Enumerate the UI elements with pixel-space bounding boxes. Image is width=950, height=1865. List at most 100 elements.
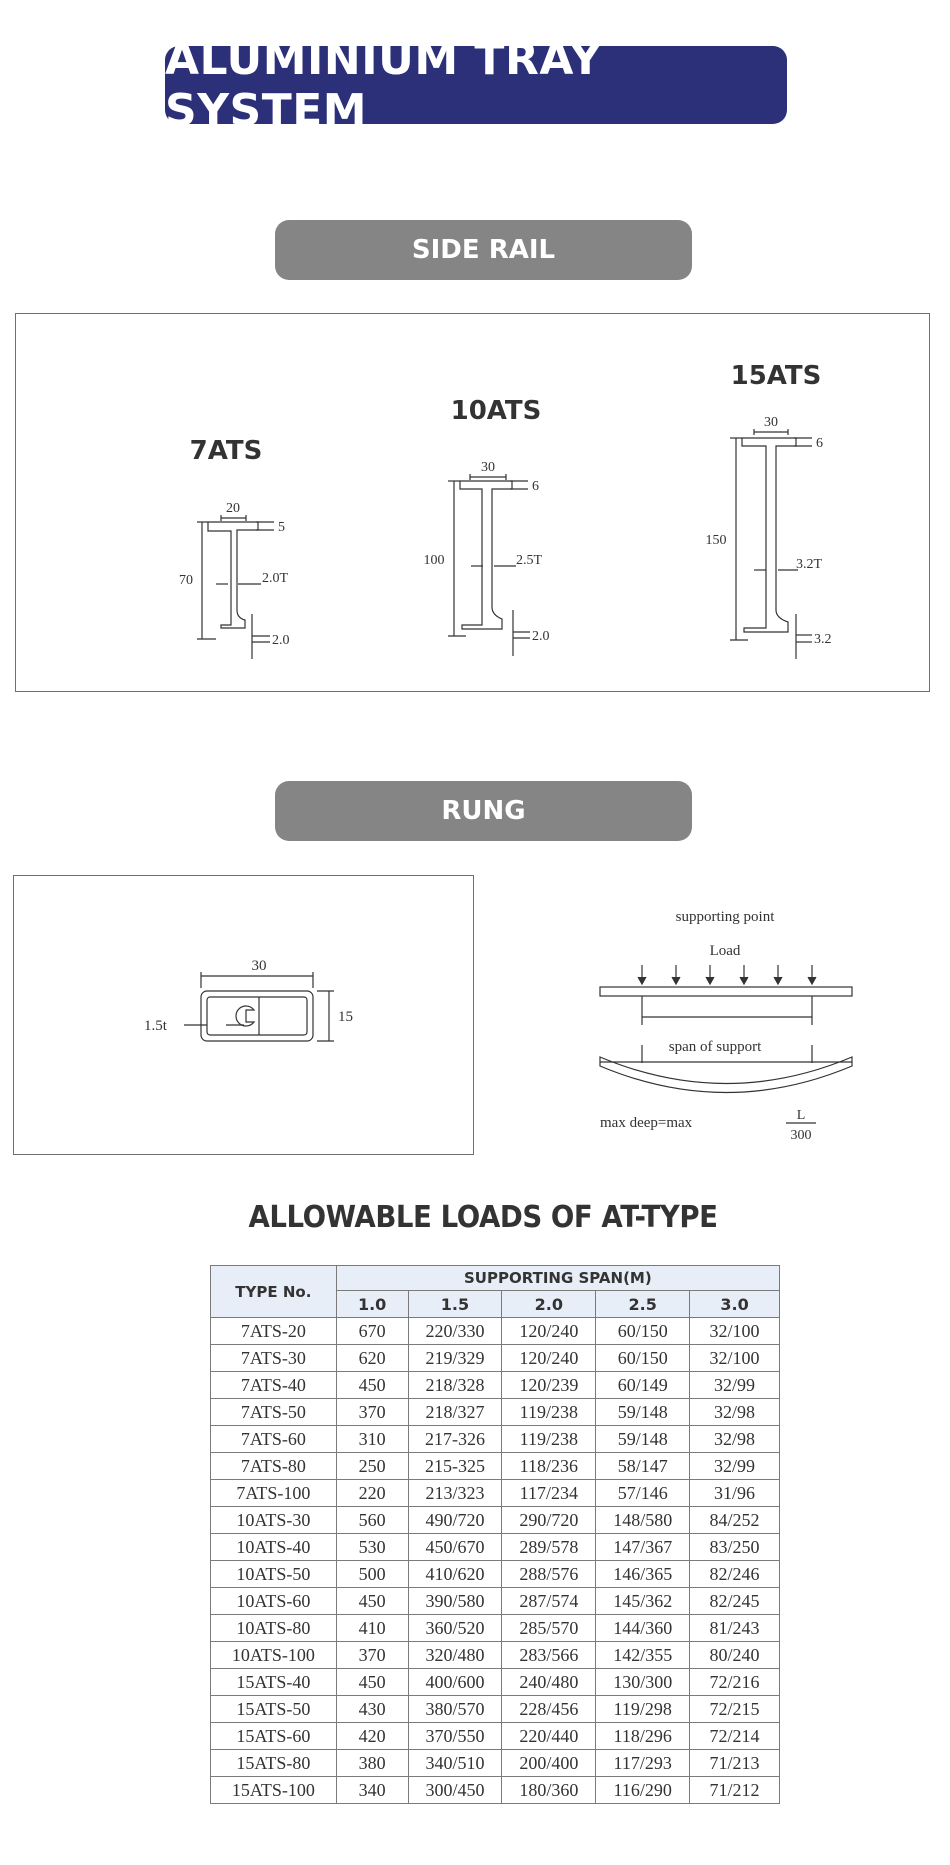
type-cell: 10ATS-100 xyxy=(210,1641,337,1669)
profile-10ats: 10ATS 30 100 6 2.5T 2.0 xyxy=(424,396,550,656)
dim-height: 70 xyxy=(179,573,193,588)
load-cell: 300/450 xyxy=(407,1776,503,1804)
type-cell: 10ATS-30 xyxy=(210,1506,337,1534)
supporting-point-label: supporting point xyxy=(676,909,776,925)
span-col-header: 2.5 xyxy=(595,1290,691,1318)
type-cell: 7ATS-100 xyxy=(210,1479,337,1507)
side-rail-drawing: 7ATS 20 70 5 2.0T 2.0 10ATS 30 100 xyxy=(179,361,832,659)
load-cell: 288/576 xyxy=(501,1560,597,1588)
load-cell: 82/246 xyxy=(689,1560,780,1588)
load-cell: 220/330 xyxy=(407,1317,503,1345)
dim-base: 3.2 xyxy=(814,632,832,647)
load-cell: 240/480 xyxy=(501,1668,597,1696)
load-cell: 310 xyxy=(335,1425,409,1453)
load-cell: 57/146 xyxy=(595,1479,691,1507)
load-cell: 370 xyxy=(335,1641,409,1669)
load-cell: 220 xyxy=(335,1479,409,1507)
dim-flange: 6 xyxy=(816,436,823,451)
rung-section-panel: 30 15 1.5t xyxy=(13,875,474,1155)
load-cell: 430 xyxy=(335,1695,409,1723)
rung-width: 30 xyxy=(252,958,267,974)
load-cell: 289/578 xyxy=(501,1533,597,1561)
dim-flange: 6 xyxy=(532,479,539,494)
formula-denominator: 300 xyxy=(791,1128,812,1143)
profile-label: 10ATS xyxy=(451,396,542,426)
load-cell: 285/570 xyxy=(501,1614,597,1642)
load-cell: 32/98 xyxy=(689,1398,780,1426)
load-cell: 59/148 xyxy=(595,1425,691,1453)
load-cell: 60/149 xyxy=(595,1371,691,1399)
load-cell: 215-325 xyxy=(407,1452,503,1480)
span-label: span of support xyxy=(669,1039,762,1055)
dim-base: 2.0 xyxy=(272,633,290,648)
load-cell: 180/360 xyxy=(501,1776,597,1804)
dim-web: 2.0T xyxy=(262,571,289,586)
load-cell: 217-326 xyxy=(407,1425,503,1453)
span-col-header: 1.0 xyxy=(335,1290,409,1318)
load-cell: 530 xyxy=(335,1533,409,1561)
load-cell: 119/238 xyxy=(501,1398,597,1426)
profile-7ats: 7ATS 20 70 5 2.0T 2.0 xyxy=(179,436,290,659)
rung-thickness: 1.5t xyxy=(144,1018,168,1034)
load-cell: 116/290 xyxy=(595,1776,691,1804)
load-cell: 228/456 xyxy=(501,1695,597,1723)
type-cell: 7ATS-60 xyxy=(210,1425,337,1453)
load-cell: 320/480 xyxy=(407,1641,503,1669)
load-cell: 370 xyxy=(335,1398,409,1426)
type-cell: 15ATS-100 xyxy=(210,1776,337,1804)
page-title: ALUMINIUM TRAY SYSTEM xyxy=(165,34,787,136)
load-cell: 32/99 xyxy=(689,1452,780,1480)
dim-web: 2.5T xyxy=(516,553,543,568)
dim-base: 2.0 xyxy=(532,629,550,644)
load-cell: 400/600 xyxy=(407,1668,503,1696)
load-cell: 670 xyxy=(335,1317,409,1345)
load-cell: 620 xyxy=(335,1344,409,1372)
load-cell: 290/720 xyxy=(501,1506,597,1534)
load-cell: 213/323 xyxy=(407,1479,503,1507)
load-cell: 340/510 xyxy=(407,1749,503,1777)
span-header: SUPPORTING SPAN(M) xyxy=(335,1265,781,1291)
load-cell: 218/328 xyxy=(407,1371,503,1399)
profile-label: 15ATS xyxy=(731,361,822,391)
load-cell: 146/365 xyxy=(595,1560,691,1588)
load-cell: 390/580 xyxy=(407,1587,503,1615)
load-cell: 370/550 xyxy=(407,1722,503,1750)
dim-width: 30 xyxy=(764,415,778,430)
load-cell: 360/520 xyxy=(407,1614,503,1642)
load-cell: 32/100 xyxy=(689,1317,780,1345)
load-cell: 81/243 xyxy=(689,1614,780,1642)
load-cell: 283/566 xyxy=(501,1641,597,1669)
load-cell: 219/329 xyxy=(407,1344,503,1372)
load-cell: 148/580 xyxy=(595,1506,691,1534)
load-cell: 119/238 xyxy=(501,1425,597,1453)
load-cell: 380 xyxy=(335,1749,409,1777)
allowable-loads-table: TYPE No. SUPPORTING SPAN(M) 1.0 1.5 2.0 … xyxy=(210,1265,781,1804)
type-cell: 15ATS-60 xyxy=(210,1722,337,1750)
load-cell: 120/239 xyxy=(501,1371,597,1399)
load-cell: 142/355 xyxy=(595,1641,691,1669)
load-cell: 80/240 xyxy=(689,1641,780,1669)
load-cell: 31/96 xyxy=(689,1479,780,1507)
type-cell: 7ATS-30 xyxy=(210,1344,337,1372)
dim-height: 100 xyxy=(424,553,445,568)
load-cell: 32/98 xyxy=(689,1425,780,1453)
load-cell: 250 xyxy=(335,1452,409,1480)
type-header: TYPE No. xyxy=(210,1265,337,1318)
dim-flange: 5 xyxy=(278,520,285,535)
rung-height: 15 xyxy=(338,1009,353,1025)
span-col-header: 3.0 xyxy=(689,1290,780,1318)
load-diagram: supporting point Load span of support ma… xyxy=(599,909,853,1143)
type-cell: 10ATS-50 xyxy=(210,1560,337,1588)
span-col-header: 2.0 xyxy=(501,1290,597,1318)
formula-prefix: max deep=max xyxy=(600,1115,693,1131)
load-cell: 119/298 xyxy=(595,1695,691,1723)
load-cell: 144/360 xyxy=(595,1614,691,1642)
load-cell: 117/234 xyxy=(501,1479,597,1507)
